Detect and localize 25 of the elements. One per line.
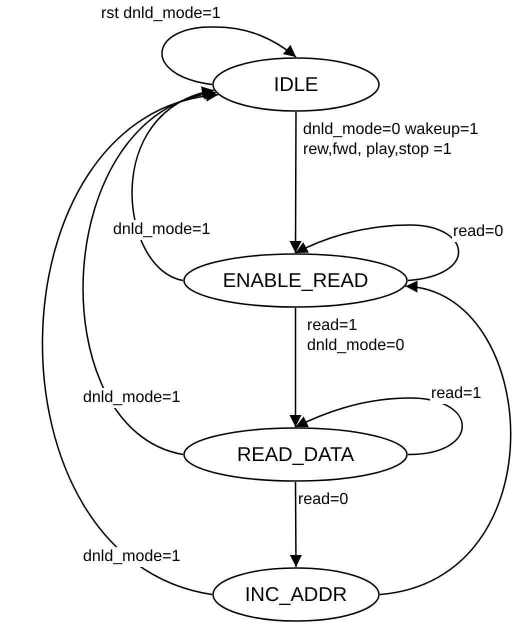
transition-arrow xyxy=(295,224,460,282)
transition-arrow xyxy=(290,112,302,253)
edge-label: dnld_mode=0 wakeup=1 rew,fwd, play,stop =1 xyxy=(302,120,480,160)
edge-label: dnld_mode=1 xyxy=(112,220,212,240)
edge-label: dnld_mode=1 xyxy=(82,388,182,408)
transition-arrow xyxy=(295,397,463,456)
state-name: INC_ADDR xyxy=(244,582,348,608)
state-ellipse xyxy=(183,253,408,308)
transition-arrow xyxy=(290,482,302,567)
state-ellipse xyxy=(212,567,380,622)
state-ellipse xyxy=(212,57,380,112)
edge-label: dnld_mode=1 xyxy=(82,547,182,567)
edge-label: read=1 xyxy=(430,384,482,404)
edge-label: rst dnld_mode=1 xyxy=(100,4,222,24)
state-name: READ_DATA xyxy=(236,442,354,468)
edge-label: read=0 xyxy=(452,222,504,242)
state-ellipse xyxy=(183,427,408,482)
state-name: IDLE xyxy=(274,72,318,98)
transition-arrow xyxy=(131,88,214,282)
transition-arrow xyxy=(82,90,216,456)
transition-arrow xyxy=(380,282,512,596)
transition-arrow xyxy=(290,308,302,427)
state-name: ENABLE_READ xyxy=(222,268,368,294)
transition-arrow xyxy=(162,26,296,86)
transition-arrow xyxy=(42,92,218,596)
